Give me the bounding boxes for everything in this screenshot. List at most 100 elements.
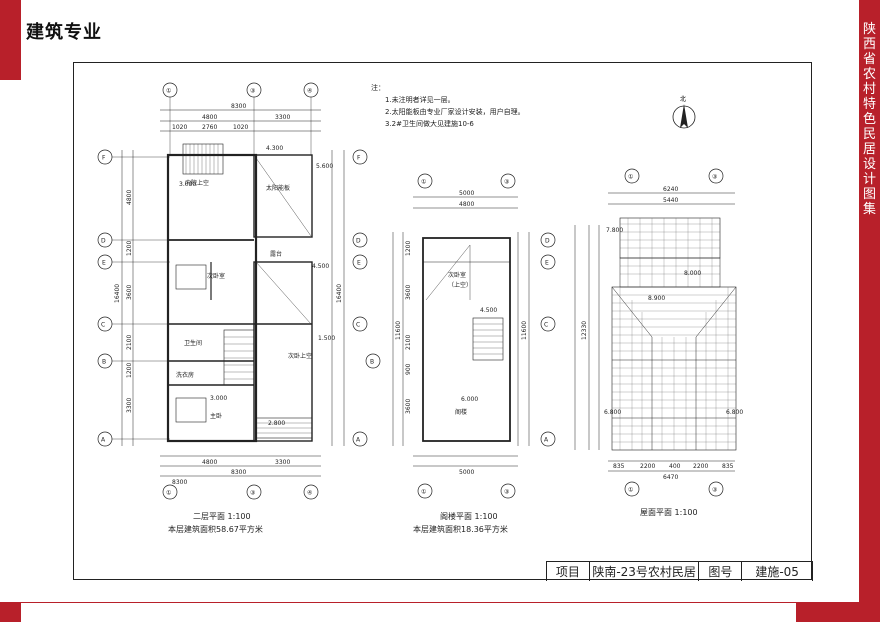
side-band: 陕西省农村特色民居设计图集 (859, 0, 880, 622)
lvl-2f-2: 4.300 (266, 145, 283, 152)
side-band-text: 陕西省农村特色民居设计图集 (862, 22, 876, 217)
bottom-right-block (796, 602, 880, 622)
lvl-2f-3: 5.600 (316, 163, 333, 170)
lvl-roof-3: 8.900 (648, 295, 665, 302)
row-D-right: D (356, 238, 361, 245)
roof-tile-pattern (612, 218, 736, 450)
second-floor-title: 二层平面 1:100 (193, 512, 251, 521)
axis-roof-3: ③ (712, 174, 717, 181)
row-C: C (101, 322, 105, 329)
lvl-2f-1: 3.000 (179, 181, 196, 188)
lvl-roof-5: 6.800 (726, 409, 743, 416)
dim-2f-right-total: 16400 (336, 284, 343, 303)
roof-plan (574, 168, 737, 497)
axis-2f-1: ① (166, 88, 171, 95)
attic-plan (365, 173, 556, 499)
axis-roof-1: ① (628, 174, 633, 181)
bottom-left-block (0, 602, 21, 622)
lvl-2f-5: 3.000 (210, 395, 227, 402)
drawing-sheet (73, 62, 812, 580)
note-2: 2.太阳能板由专业厂家设计安装，用户自理。 (385, 108, 525, 116)
dim-attic-left-3: 2100 (405, 335, 412, 350)
row-F: F (102, 155, 106, 162)
room-attic: 阁楼 (455, 408, 467, 416)
drawing-no-label: 图号 (699, 562, 743, 581)
axis-attic-3: ③ (504, 179, 509, 186)
dim-roof-left-total: 12330 (581, 321, 588, 340)
dim-2f-left-2: 1200 (126, 241, 133, 256)
dim-attic-left-total: 11600 (395, 321, 402, 340)
axis-roof-1-bottom: ① (628, 487, 633, 494)
dim-2f-b: 3300 (275, 114, 290, 121)
row-E: E (102, 260, 106, 267)
axis-2f-4: ④ (307, 88, 312, 95)
dim-2f-total-bottom: 8300 (231, 469, 246, 476)
lvl-2f-7: 2.800 (268, 420, 285, 427)
dim-2f-left-4: 2100 (126, 335, 133, 350)
dim-attic-inner: 4800 (459, 201, 474, 208)
row-D-attic: D (545, 238, 550, 245)
dim-2f-sub-3: 1020 (233, 124, 248, 131)
row-C-right: C (356, 322, 360, 329)
room-bathroom: 卫生间 (184, 339, 202, 347)
drawing-no: 建施-05 (742, 562, 813, 581)
dim-attic-left-5: 3600 (405, 399, 412, 414)
lvl-attic-2: 6.000 (461, 396, 478, 403)
title-block: 项目 陕南-23号农村民居 图号 建施-05 (546, 561, 813, 581)
axis-attic-3-bottom: ③ (504, 489, 509, 496)
room-attic-bedroom: 次卧室 (448, 271, 466, 279)
lvl-roof-2: 8.000 (684, 270, 701, 277)
axis-2f-3: ③ (250, 88, 255, 95)
row-E-right: E (357, 260, 361, 267)
dim-attic-total: 5000 (459, 190, 474, 197)
dim-2f-total: 8300 (231, 103, 246, 110)
dim-attic-total-bottom: 5000 (459, 469, 474, 476)
dim-roof-b1: 835 (613, 463, 625, 470)
dim-roof-b2: 2200 (640, 463, 655, 470)
dim-roof-inner: 5440 (663, 197, 678, 204)
dim-2f-a: 4800 (202, 114, 217, 121)
room-attic-void: （上空） (448, 281, 472, 289)
roof-title: 屋面平面 1:100 (640, 508, 698, 517)
lvl-2f-6: 1.500 (318, 335, 335, 342)
bottom-rule (21, 602, 859, 603)
dim-2f-sub-1: 1020 (172, 124, 187, 131)
room-terrace: 露台 (270, 250, 282, 258)
dim-2f-a-bottom: 4800 (202, 459, 217, 466)
second-floor-area: 本层建筑面积58.67平方米 (168, 525, 263, 534)
dim-roof-bottom-total: 6470 (663, 474, 678, 481)
page-title: 建筑专业 (26, 22, 102, 43)
room-laundry: 洗衣房 (176, 371, 194, 379)
row-B-attic: B (370, 359, 374, 366)
row-B: B (102, 359, 106, 366)
dim-2f-left-3: 3600 (126, 285, 133, 300)
dim-2f-sub-2: 2760 (202, 124, 217, 131)
room-inner-void: 内院上空 (185, 179, 209, 187)
dim-attic-left-4: 900 (405, 363, 412, 375)
row-A-right: A (356, 437, 361, 444)
axis-2f-1-bottom: ① (166, 490, 171, 497)
left-red-tab (0, 0, 21, 80)
row-C-attic: C (544, 322, 548, 329)
axis-attic-1-bottom: ① (421, 489, 426, 496)
dim-roof-b4: 2200 (693, 463, 708, 470)
row-F-right: F (357, 155, 361, 162)
lvl-2f-4: 4.500 (312, 263, 329, 270)
axis-attic-1: ① (421, 179, 426, 186)
notes-title: 注： (371, 84, 385, 92)
dim-2f-left-6: 3300 (126, 398, 133, 413)
room-void-bedroom: 次卧上空 (288, 352, 312, 360)
axis-2f-4-bottom: ④ (307, 490, 312, 497)
second-floor-plan (97, 82, 368, 500)
axis-2f-3-bottom: ③ (250, 490, 255, 497)
project-label: 项目 (547, 562, 590, 581)
row-D: D (101, 238, 106, 245)
lvl-attic-1: 4.500 (480, 307, 497, 314)
north-arrow-icon: 北 (672, 95, 696, 129)
dim-roof-total: 6240 (663, 186, 678, 193)
dim-2f-left-total: 16400 (114, 284, 121, 303)
room-master: 主卧 (210, 412, 222, 420)
room-bedroom-2: 次卧室 (207, 272, 225, 280)
lvl-roof-1: 7.800 (606, 227, 623, 234)
